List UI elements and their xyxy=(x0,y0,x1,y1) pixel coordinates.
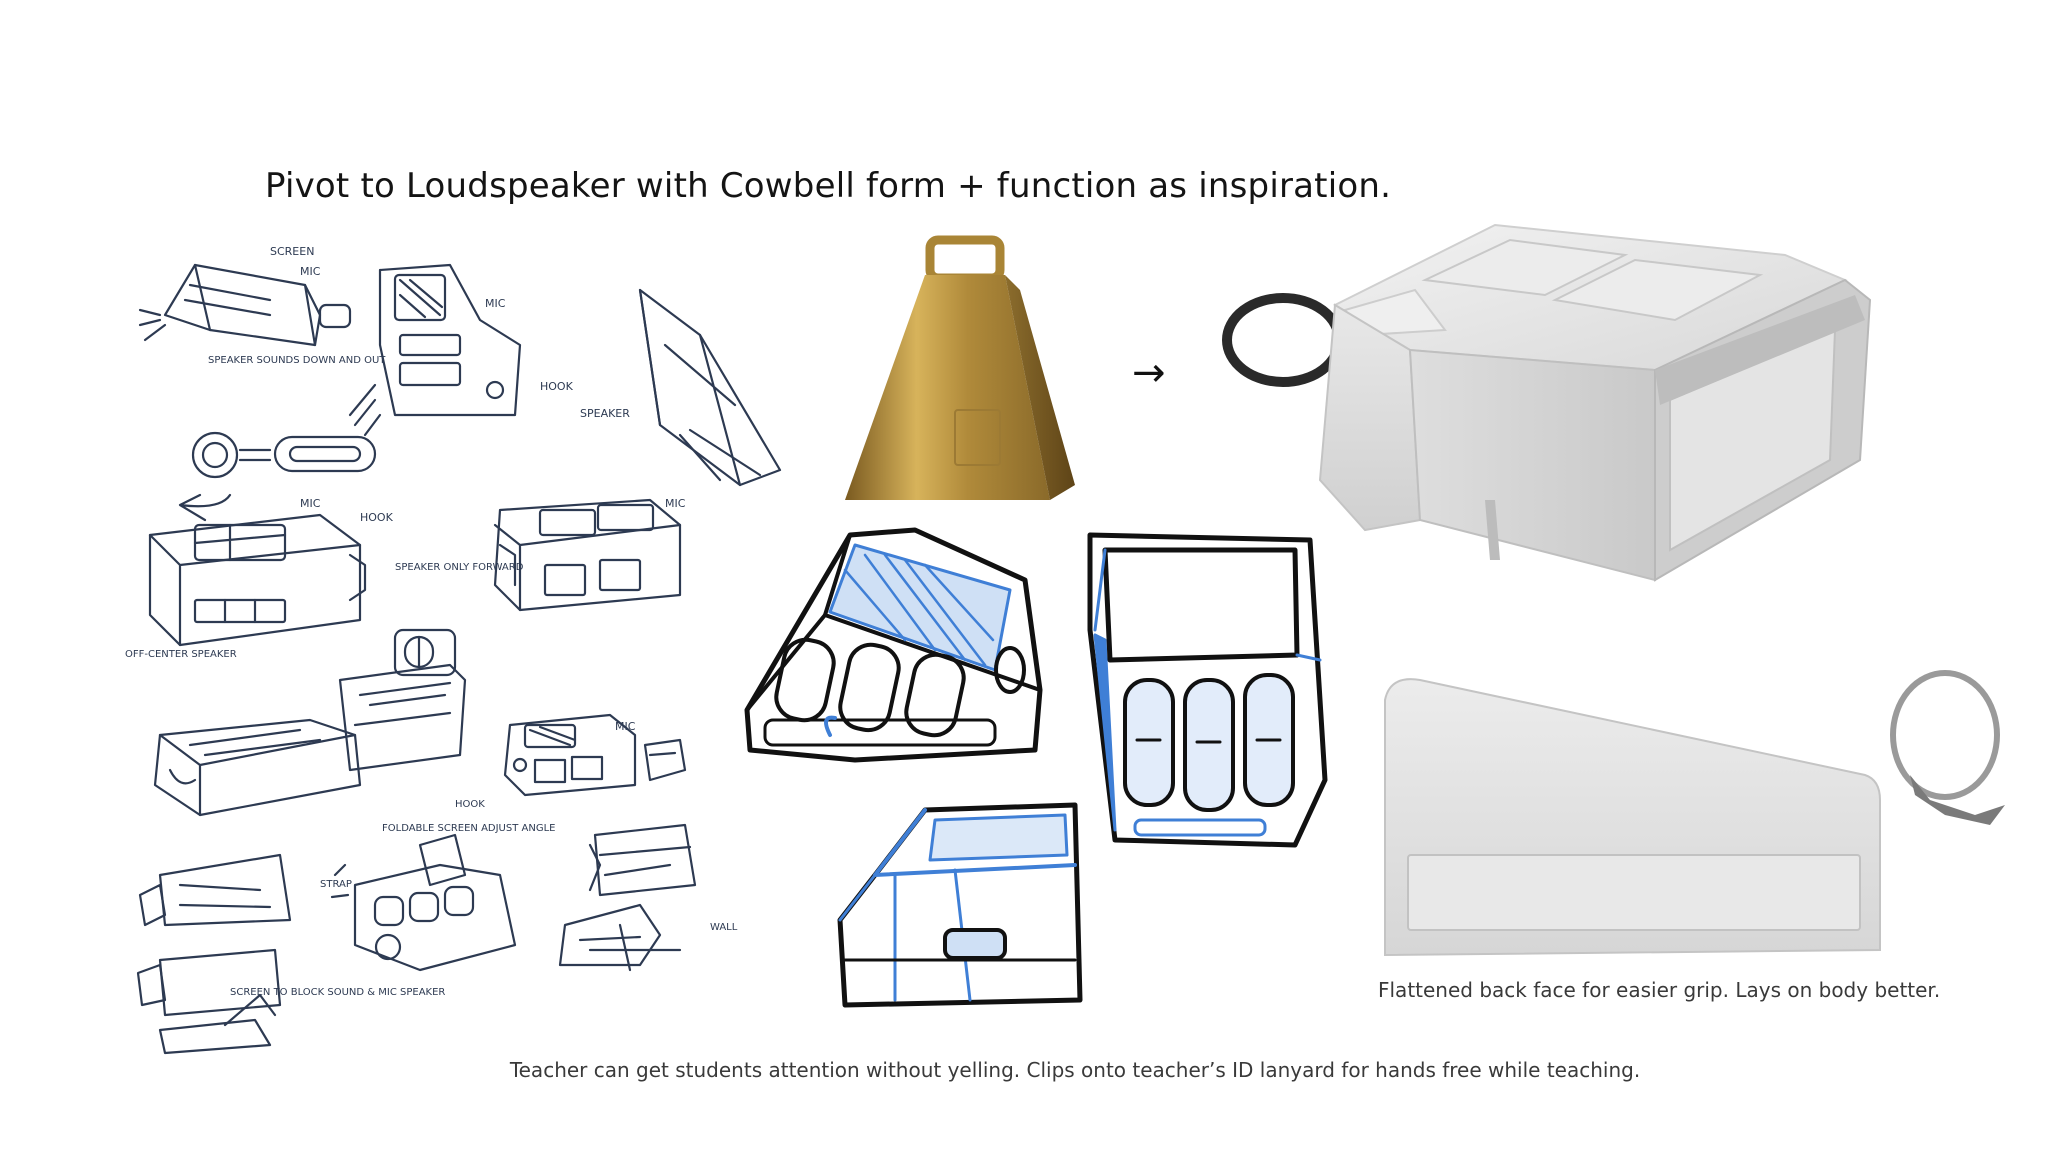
arrow-right-icon: → xyxy=(1132,350,1166,396)
label-mic-2: MIC xyxy=(485,297,506,310)
label-speaker-only-forward: SPEAKER ONLY FORWARD xyxy=(395,562,524,573)
label-mic-3: MIC xyxy=(300,497,321,510)
caption-back-face: Flattened back face for easier grip. Lay… xyxy=(1378,978,1941,1002)
sketch-upright-device xyxy=(348,263,522,437)
label-off-center-speaker: OFF-CENTER SPEAKER xyxy=(125,649,237,660)
label-wall: WALL xyxy=(710,922,738,933)
page-title: Pivot to Loudspeaker with Cowbell form +… xyxy=(265,166,1392,206)
sketch-wedge-screen xyxy=(138,263,352,347)
keyring-icon xyxy=(1890,670,2000,800)
label-mic-1: MIC xyxy=(300,265,321,278)
sketch-long-device xyxy=(153,663,467,817)
sketch-tall-wedge xyxy=(638,288,782,487)
marker-sketch-lower xyxy=(837,802,1083,1008)
label-mic-5: MIC xyxy=(615,720,636,733)
printed-loudspeaker-image xyxy=(1215,220,2015,760)
sketch-box-windows xyxy=(493,498,682,612)
label-speaker-sounds: SPEAKER SOUNDS DOWN AND OUT xyxy=(208,355,386,366)
label-hook-2: HOOK xyxy=(360,511,394,524)
clasp-icon xyxy=(1910,775,2005,825)
caption-bottom: Teacher can get students attention witho… xyxy=(509,1058,1641,1082)
cowbell-image xyxy=(845,235,1115,510)
sketch-foldable-device xyxy=(330,833,517,972)
label-screen-block: SCREEN TO BLOCK SOUND & MIC SPEAKER xyxy=(230,987,445,998)
label-mic-4: MIC xyxy=(665,497,686,510)
marker-sketches-image xyxy=(735,520,1345,1020)
sketch-speaker-cones xyxy=(136,853,292,1055)
back-face-image xyxy=(1370,665,2005,965)
label-foldable-screen: FOLDABLE SCREEN ADJUST ANGLE xyxy=(382,823,555,834)
sketch-speaker-units xyxy=(558,823,697,972)
label-speaker-1: SPEAKER xyxy=(580,407,630,420)
sketch-rounded-button xyxy=(393,628,457,677)
sketch-brick-device xyxy=(148,513,367,647)
label-strap: STRAP xyxy=(320,879,352,890)
pencil-sketches-image: SCREEN MIC SPEAKER SOUNDS DOWN AND OUT M… xyxy=(120,225,840,1055)
label-hook-1: HOOK xyxy=(540,380,574,393)
label-hook-3: HOOK xyxy=(455,799,485,810)
marker-sketch-upright xyxy=(1087,532,1328,848)
label-screen: SCREEN xyxy=(270,245,314,258)
marker-sketch-angled xyxy=(744,527,1043,763)
sketch-small-device xyxy=(503,713,687,797)
keyring-icon xyxy=(1222,293,1344,387)
sketch-pill-ring xyxy=(178,431,377,522)
